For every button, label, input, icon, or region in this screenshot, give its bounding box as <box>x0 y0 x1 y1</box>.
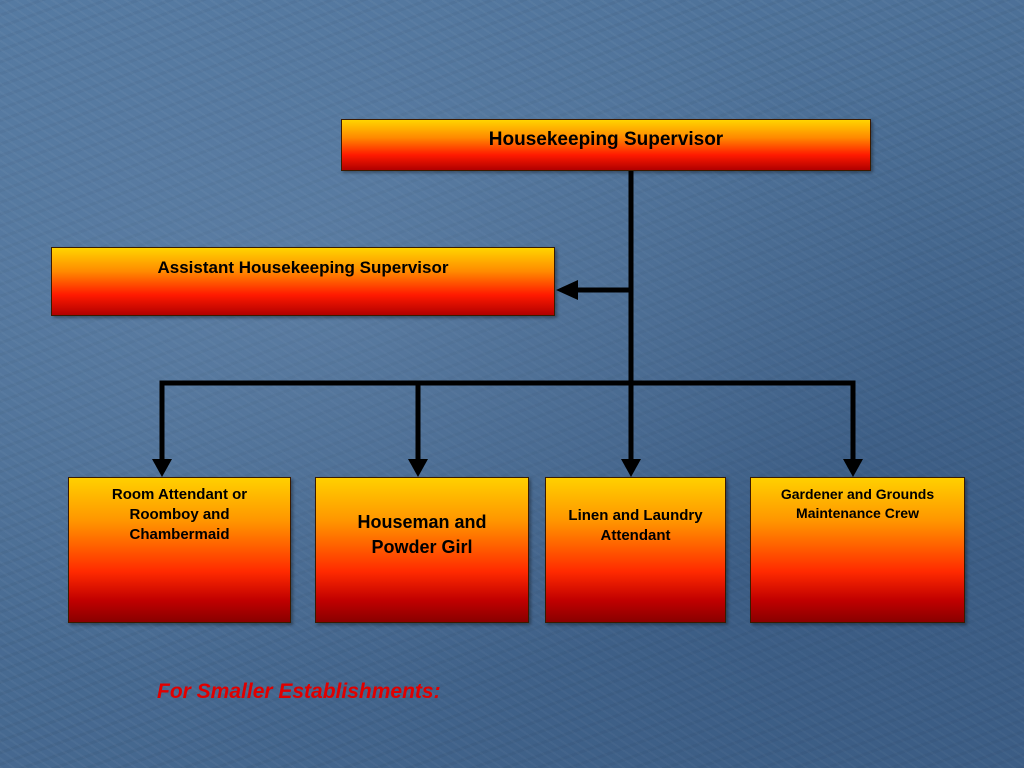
room-attendant-label: Room Attendant or Roomboy and Chambermai… <box>111 486 248 543</box>
arrowhead-assistant <box>556 280 578 300</box>
footnote-caption: For Smaller Establishments: <box>157 680 441 703</box>
assistant-supervisor-box: Assistant Housekeeping Supervisor <box>51 247 555 316</box>
assistant-supervisor-label: Assistant Housekeeping Supervisor <box>157 258 449 277</box>
houseman-label: Houseman and Powder Girl <box>357 512 487 557</box>
linen-laundry-box: Linen and Laundry Attendant <box>545 477 726 623</box>
arrowhead-houseman <box>408 459 428 477</box>
room-attendant-box: Room Attendant or Roomboy and Chambermai… <box>68 477 291 623</box>
houseman-box: Houseman and Powder Girl <box>315 477 529 623</box>
gardener-label: Gardener and Grounds Maintenance Crew <box>780 486 935 521</box>
gardener-box: Gardener and Grounds Maintenance Crew <box>750 477 965 623</box>
arrowhead-room <box>152 459 172 477</box>
housekeeping-supervisor-box: Housekeeping Supervisor <box>341 119 871 171</box>
arrowhead-gardener <box>843 459 863 477</box>
arrowhead-linen <box>621 459 641 477</box>
linen-laundry-label: Linen and Laundry Attendant <box>568 507 703 544</box>
housekeeping-supervisor-label: Housekeeping Supervisor <box>488 129 724 150</box>
